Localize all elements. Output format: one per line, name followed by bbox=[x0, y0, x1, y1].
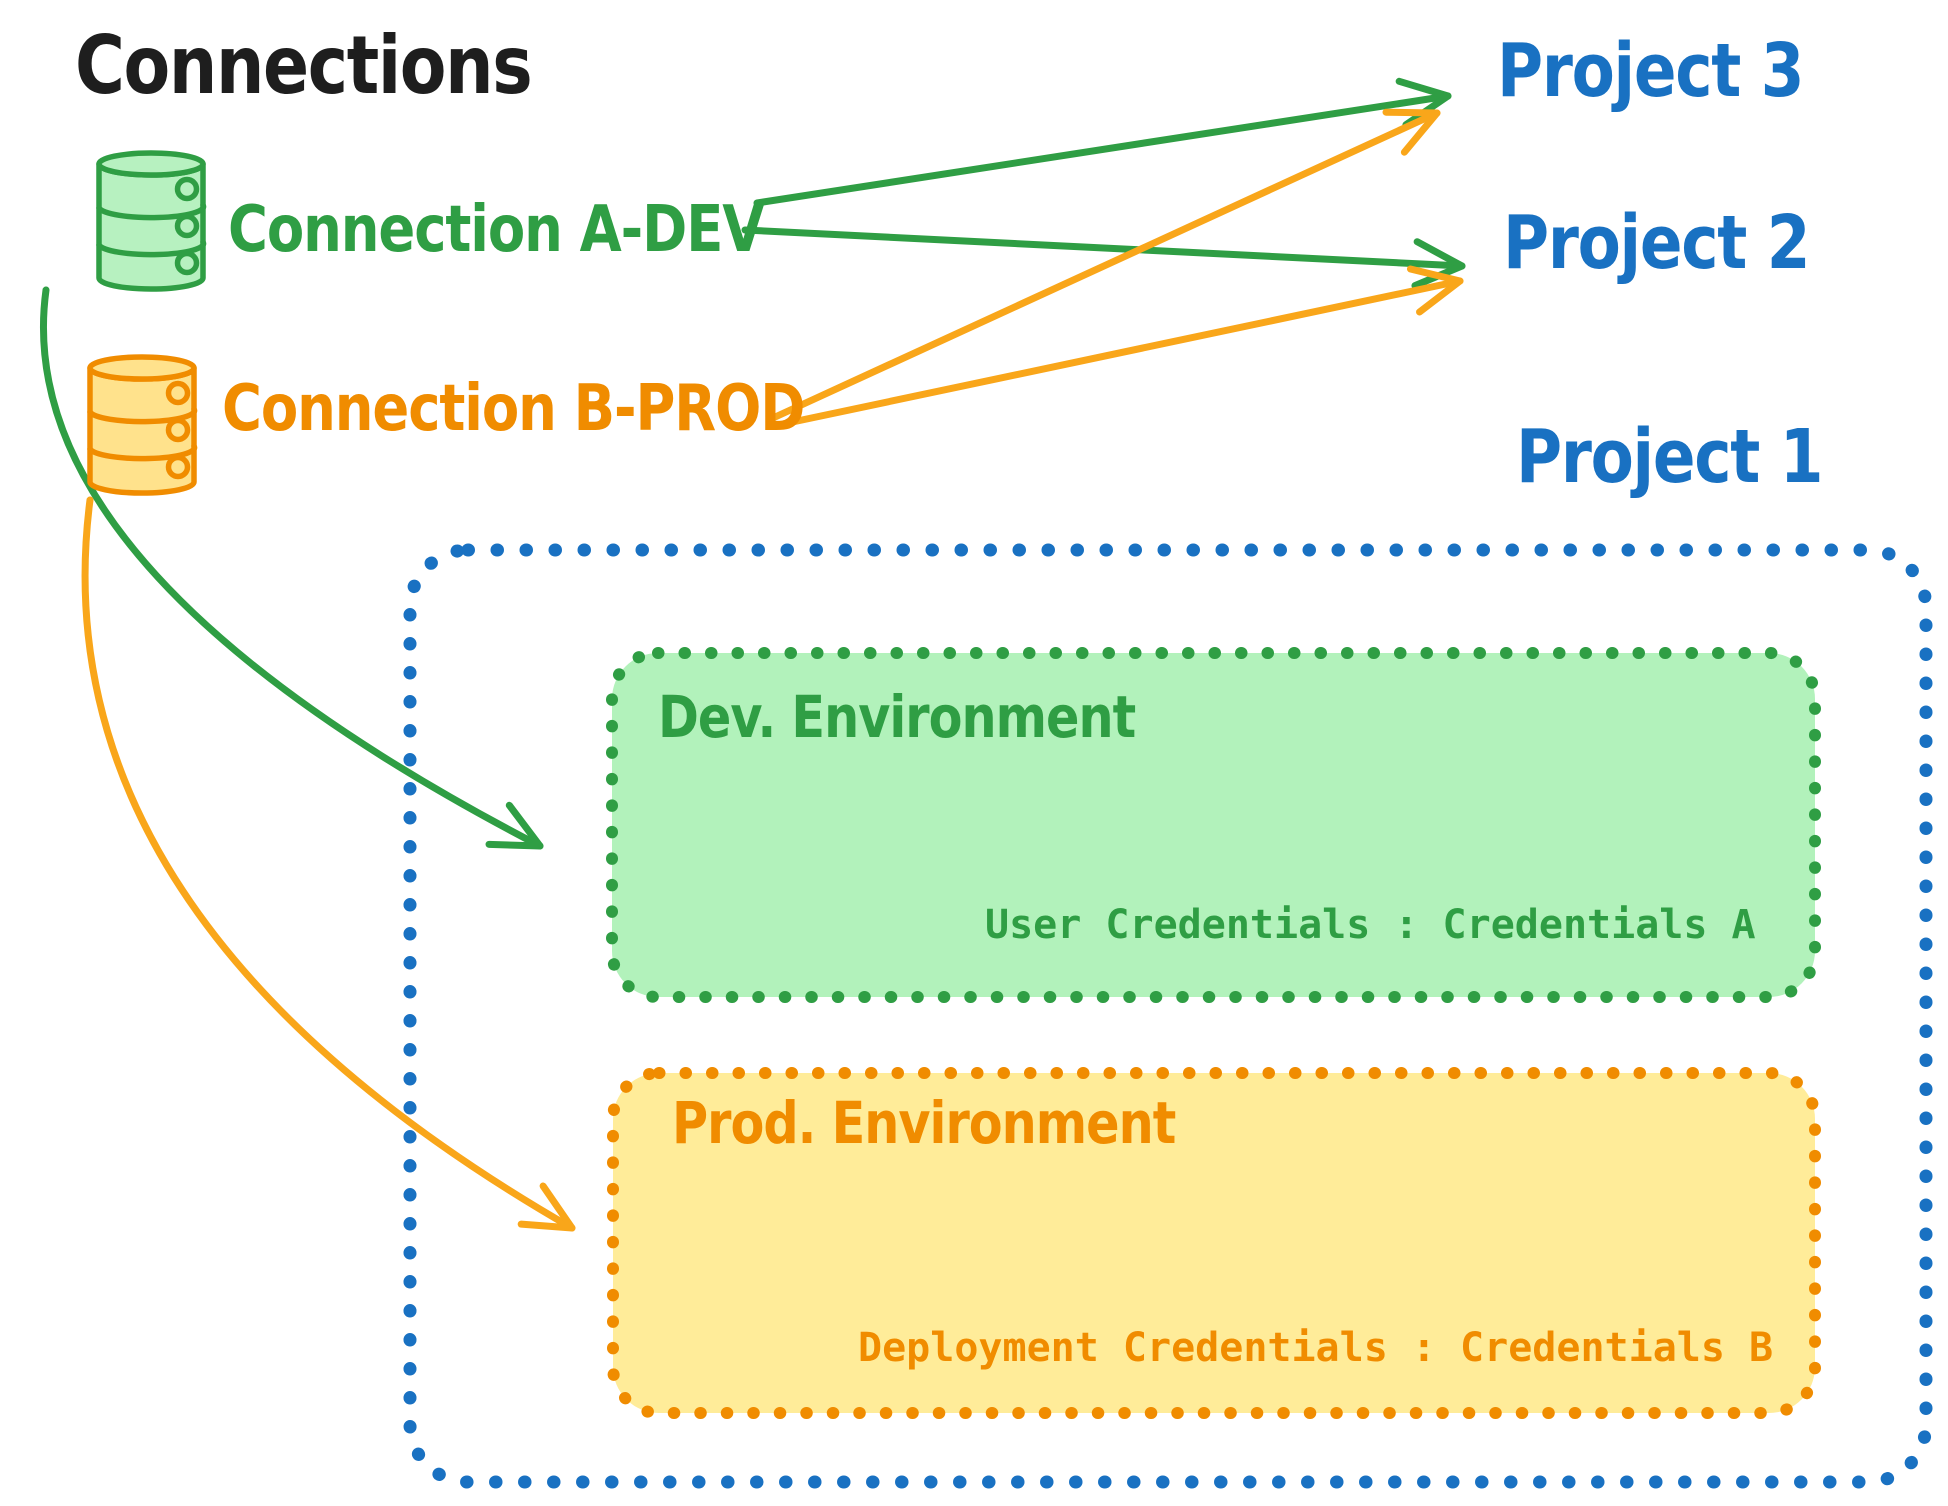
project1-label: Project 1 bbox=[1516, 414, 1824, 500]
arrow-a-dev-to-project2 bbox=[741, 226, 1466, 290]
prod-environment-box bbox=[607, 1067, 1821, 1419]
database-icon-b-prod bbox=[87, 354, 198, 496]
diagram-title: Connections bbox=[75, 19, 533, 112]
database-icon-a-dev bbox=[96, 150, 207, 292]
connection-b-prod-label: Connection B-PROD bbox=[222, 372, 805, 446]
prod-environment-title: Prod. Environment bbox=[672, 1089, 1176, 1157]
dev-environment-title: Dev. Environment bbox=[658, 683, 1136, 751]
project3-label: Project 3 bbox=[1497, 28, 1805, 114]
prod-credentials-text: Deployment Credentials : Credentials B bbox=[858, 1325, 1774, 1371]
arrow-b-prod-to-project2 bbox=[779, 265, 1464, 428]
dev-environment-box bbox=[606, 647, 1821, 1003]
arrow-a-dev-to-project3 bbox=[753, 77, 1452, 207]
dev-credentials-text: User Credentials : Credentials A bbox=[985, 902, 1756, 948]
project2-label: Project 2 bbox=[1503, 200, 1811, 286]
arrow-b-prod-to-prod-environment bbox=[81, 496, 576, 1232]
arrow-a-dev-to-dev-environment bbox=[39, 286, 544, 850]
connection-a-dev-label: Connection A-DEV bbox=[228, 193, 764, 267]
project1-container-box bbox=[403, 543, 1933, 1489]
arrow-b-prod-to-project3 bbox=[769, 108, 1441, 422]
